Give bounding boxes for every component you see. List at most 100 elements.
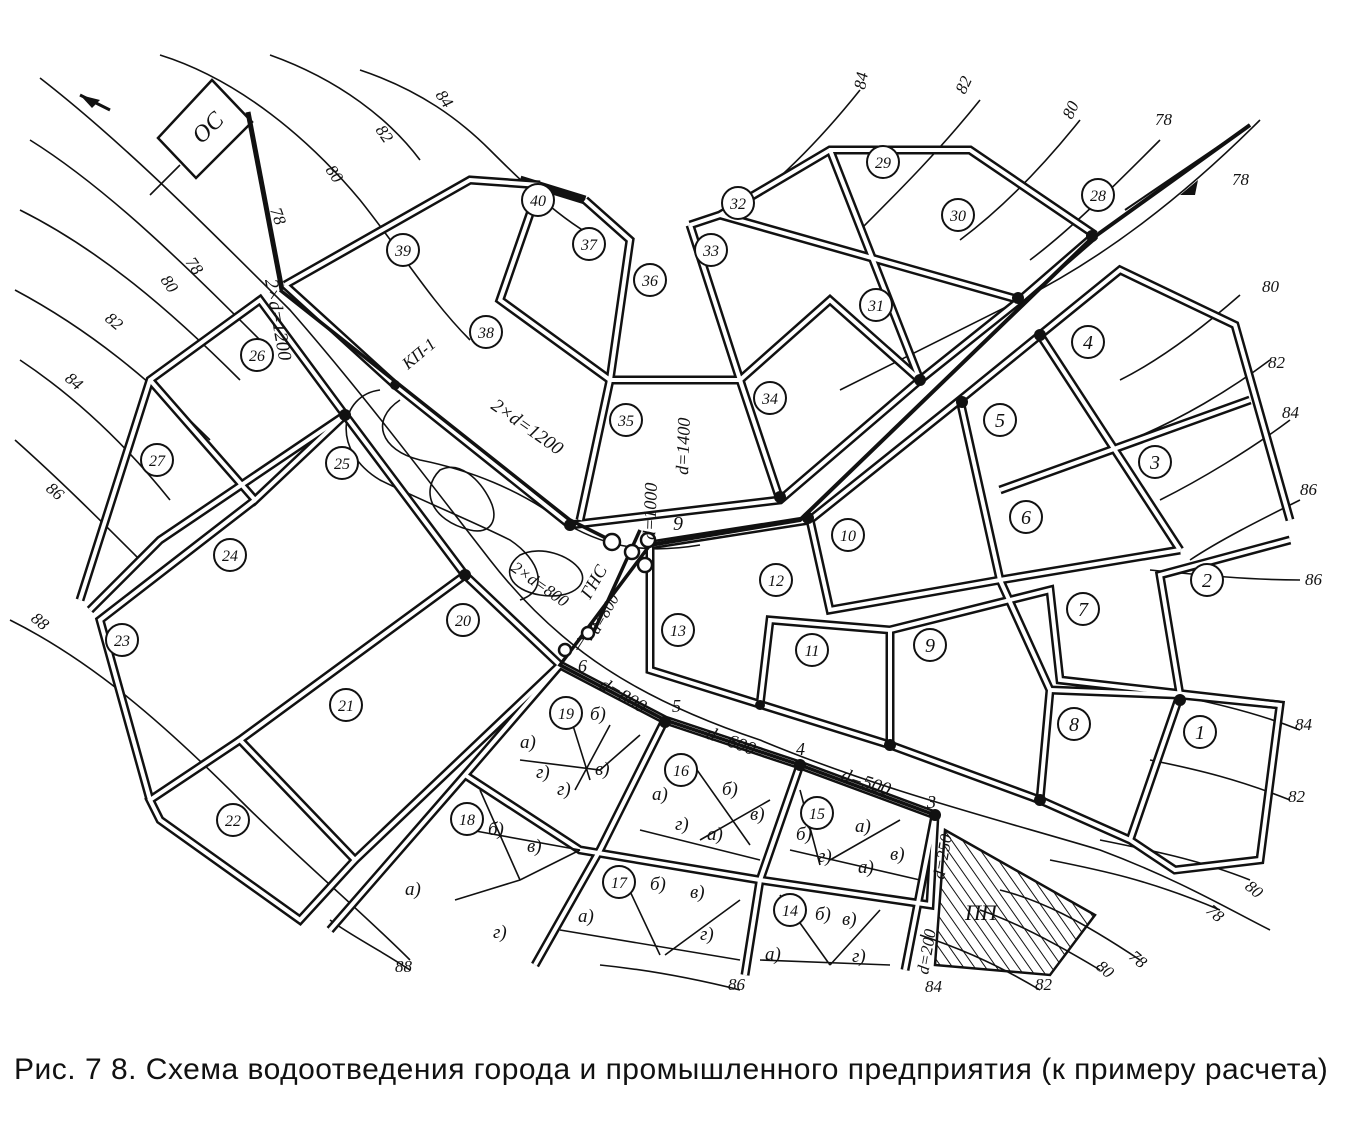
svg-text:39: 39	[394, 243, 411, 260]
node-5: 5	[672, 696, 681, 716]
node-7: 7	[575, 634, 585, 654]
svg-text:г): г)	[536, 762, 550, 783]
svg-text:а): а)	[765, 944, 781, 965]
main-sewers	[278, 123, 1252, 821]
svg-text:78: 78	[1125, 947, 1151, 973]
block-33: 33	[694, 233, 728, 267]
block-4: 4	[1071, 325, 1105, 359]
svg-text:б): б)	[488, 819, 504, 840]
svg-text:84: 84	[925, 977, 943, 996]
svg-text:34: 34	[761, 391, 778, 408]
block-19: 19	[549, 696, 583, 730]
svg-text:27: 27	[149, 453, 166, 470]
figure-caption: Рис. 7 8. Схема водоотведения города и п…	[14, 1053, 1329, 1086]
sewerage-scheme-diagram: ОС	[9, 54, 1323, 996]
svg-text:а): а)	[405, 879, 421, 900]
d200-label: d=200	[913, 927, 940, 976]
svg-text:12: 12	[768, 573, 784, 590]
svg-text:26: 26	[249, 348, 265, 365]
svg-text:в): в)	[890, 844, 905, 865]
block-38: 38	[469, 315, 503, 349]
industrial-plant: ПП	[933, 827, 1097, 977]
svg-text:2: 2	[1202, 570, 1212, 592]
block-20: 20	[446, 603, 480, 637]
svg-text:а): а)	[652, 784, 668, 805]
block-39: 39	[386, 233, 420, 267]
svg-text:82: 82	[372, 121, 398, 146]
block-10: 10	[831, 518, 865, 552]
svg-text:86: 86	[1300, 480, 1318, 499]
block-18: 18	[450, 802, 484, 836]
svg-text:21: 21	[338, 698, 354, 715]
svg-text:88: 88	[395, 957, 413, 976]
svg-text:в): в)	[595, 759, 610, 780]
svg-text:г): г)	[852, 946, 866, 967]
svg-text:10: 10	[840, 528, 856, 545]
svg-text:84: 84	[1282, 403, 1300, 422]
node-4: 4	[796, 739, 805, 759]
svg-text:80: 80	[1241, 877, 1267, 903]
block-21: 21	[329, 688, 363, 722]
svg-text:а): а)	[855, 816, 871, 837]
svg-text:22: 22	[225, 813, 241, 830]
svg-text:78: 78	[266, 205, 290, 228]
svg-text:40: 40	[530, 193, 546, 210]
svg-text:г): г)	[675, 814, 689, 835]
block-26: 26	[240, 338, 274, 372]
d500-label: d=500	[838, 765, 893, 801]
svg-text:29: 29	[875, 155, 891, 172]
svg-text:13: 13	[670, 623, 686, 640]
block-23: 23	[105, 623, 139, 657]
svg-text:38: 38	[477, 325, 494, 342]
svg-text:18: 18	[459, 812, 475, 829]
block-28: 28	[1081, 178, 1115, 212]
svg-text:а): а)	[707, 824, 723, 845]
svg-text:б): б)	[796, 824, 812, 845]
svg-text:78: 78	[1155, 110, 1173, 129]
block-11: 11	[795, 633, 829, 667]
svg-text:1: 1	[1195, 722, 1205, 744]
svg-text:15: 15	[809, 806, 825, 823]
block-9: 9	[913, 628, 947, 662]
block-1: 1	[1183, 715, 1217, 749]
svg-text:а): а)	[858, 857, 874, 878]
svg-text:31: 31	[867, 298, 884, 315]
d1000-label: d=1000	[639, 482, 661, 540]
node-3: 3	[926, 792, 936, 812]
svg-text:б): б)	[722, 779, 738, 800]
svg-text:в): в)	[750, 804, 765, 825]
svg-text:б): б)	[650, 874, 666, 895]
svg-text:16: 16	[673, 763, 689, 780]
svg-text:80: 80	[322, 161, 348, 186]
industrial-plant-label: ПП	[964, 900, 998, 925]
svg-text:19: 19	[558, 706, 574, 723]
svg-text:28: 28	[1090, 188, 1106, 205]
svg-text:11: 11	[805, 643, 820, 660]
svg-text:б): б)	[590, 704, 606, 725]
svg-text:14: 14	[782, 903, 798, 920]
svg-text:86: 86	[42, 479, 68, 505]
svg-text:36: 36	[641, 273, 658, 290]
node-9: 9	[673, 513, 683, 535]
treatment-plant: ОС	[79, 78, 285, 291]
block-30: 30	[941, 198, 975, 232]
block-34: 34	[753, 381, 787, 415]
svg-text:а): а)	[578, 906, 594, 927]
svg-text:86: 86	[728, 975, 746, 994]
svg-text:80: 80	[1058, 98, 1083, 122]
svg-text:84: 84	[61, 369, 87, 395]
svg-text:32: 32	[729, 196, 746, 213]
block-16: 16	[664, 753, 698, 787]
svg-text:25: 25	[334, 456, 350, 473]
block-2: 2	[1190, 563, 1224, 597]
svg-text:82: 82	[101, 309, 127, 335]
block-8: 8	[1057, 707, 1091, 741]
block-5: 5	[983, 403, 1017, 437]
d600-label: d=600	[703, 723, 758, 760]
svg-text:24: 24	[222, 548, 238, 565]
svg-text:78: 78	[182, 253, 208, 278]
svg-text:30: 30	[949, 208, 966, 225]
block-27: 27	[140, 443, 174, 477]
svg-text:82: 82	[1035, 975, 1053, 994]
svg-text:г): г)	[818, 846, 832, 867]
